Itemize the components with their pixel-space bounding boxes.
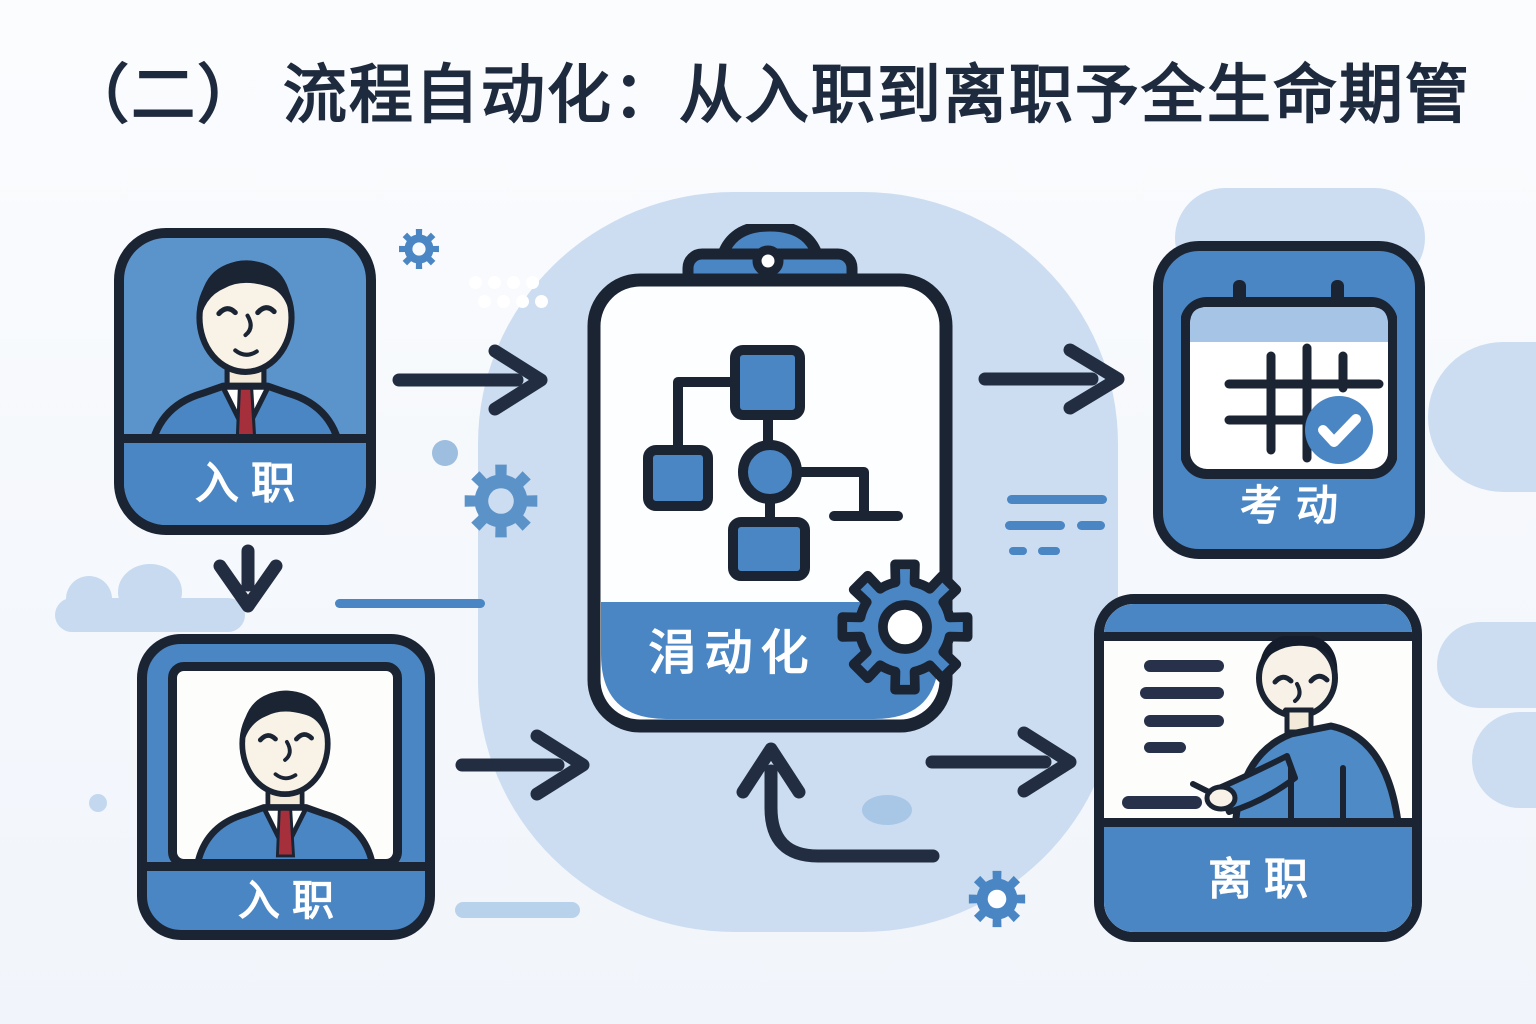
dot-pattern-white: [497, 295, 510, 308]
dash-line: [1009, 547, 1027, 555]
onboarding-photo-label: 入职: [237, 876, 346, 924]
dot-pattern-white: [488, 276, 501, 289]
card-band: 入职: [147, 871, 425, 930]
arrow-clipboard-to-offboarding: [925, 726, 1077, 798]
card-band: 离职: [1104, 818, 1412, 932]
page-title: （二） 流程自动化：从入职到离职予全生命期管: [65, 59, 1471, 131]
gear-icon: [968, 870, 1026, 928]
onboarding-badge-card: 入职: [114, 228, 376, 535]
cloud-bump-left-2: [118, 564, 182, 620]
gear-icon: [464, 464, 538, 538]
dash-line: [1007, 495, 1107, 504]
person-icon: [133, 252, 358, 457]
arrow-badge-to-photo: [213, 544, 283, 613]
attendance-calendar-card: 考动: [1153, 241, 1425, 559]
dot-pattern-white: [516, 295, 529, 308]
dot-pattern-white: [535, 295, 548, 308]
cloud-bump-left-1: [66, 576, 112, 622]
arrow-badge-to-clipboard: [392, 344, 548, 416]
blob-dot-small: [862, 795, 912, 825]
dot-pattern-white: [469, 276, 482, 289]
card-band: 入职: [124, 434, 366, 525]
dot-pattern-white: [526, 276, 539, 289]
dash-line: [335, 599, 485, 608]
arrow-clipboard-to-calendar: [978, 343, 1125, 415]
card-divider: [147, 862, 425, 871]
automation-label: 涓动化: [648, 627, 817, 680]
gear-icon: [399, 229, 439, 269]
dot-blue-medium: [432, 440, 458, 466]
offboarding-card: 离职: [1094, 594, 1422, 942]
background-blob-right-lower: [1437, 622, 1536, 708]
person-icon: [180, 683, 390, 868]
gear-icon: [836, 558, 974, 696]
onboarding-photo-card: 入职: [137, 634, 435, 940]
dash-line: [1077, 521, 1105, 530]
person-icon: [1190, 636, 1403, 830]
document-lines-icon: [1104, 641, 1412, 831]
dot-pattern-white: [478, 295, 491, 308]
arrow-curved-feedback: [736, 742, 940, 863]
dash-line-light: [455, 902, 580, 918]
arrow-photo-to-clipboard: [455, 729, 590, 801]
dash-line: [1005, 521, 1065, 530]
dash-line: [1038, 547, 1060, 555]
card-top-strip: [1104, 604, 1412, 641]
onboarding-badge-label: 入职: [195, 459, 307, 508]
photo-frame: [168, 662, 402, 868]
dot-blue-small: [89, 794, 107, 812]
dot-pattern-white: [507, 276, 520, 289]
calendar-icon: [1181, 280, 1397, 479]
offboarding-label: 离职: [1208, 854, 1320, 904]
attendance-label: 考动: [1239, 482, 1352, 529]
